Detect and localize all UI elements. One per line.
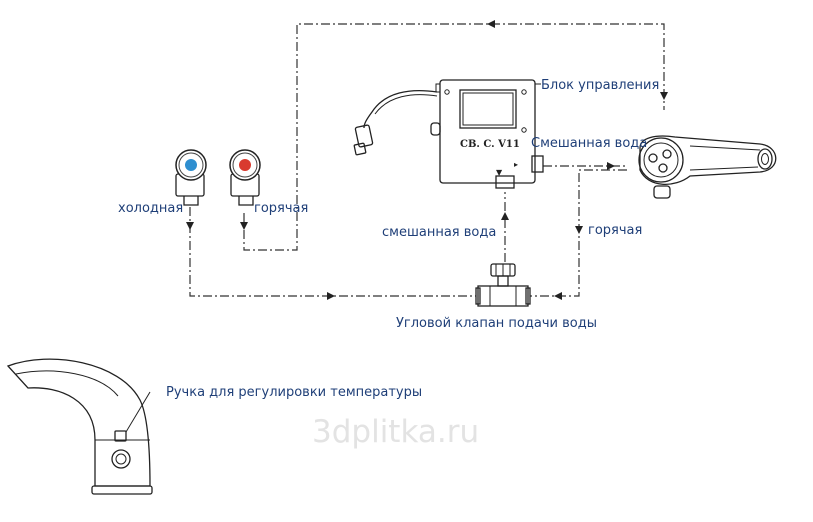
hot-valve bbox=[229, 149, 261, 206]
arrow-hot-return-down bbox=[575, 226, 583, 234]
control-unit: CB. C. V11 ▸ ▼ bbox=[353, 79, 544, 189]
control-unit-label: Блок управления bbox=[541, 78, 659, 93]
hot-indicator-icon bbox=[239, 159, 251, 171]
hot-supply-pipe bbox=[243, 23, 665, 251]
arrow-right-down bbox=[660, 92, 668, 100]
cold-indicator-icon bbox=[185, 159, 197, 171]
sensor-faucet bbox=[638, 135, 777, 199]
device-code: CB. C. V11 bbox=[460, 139, 520, 150]
arrow-hot-down bbox=[240, 222, 248, 230]
mixed-water-top-label: Смешанная вода bbox=[531, 136, 647, 151]
arrow-cold-down bbox=[186, 222, 194, 230]
arrow-top bbox=[487, 20, 495, 28]
svg-text:▸: ▸ bbox=[514, 160, 518, 169]
arrow-to-faucet bbox=[607, 162, 615, 170]
temp-handle-label: Ручка для регулировки температуры bbox=[166, 385, 422, 400]
arrow-to-valve-left bbox=[554, 292, 562, 300]
flow-arrows bbox=[186, 20, 668, 300]
angle-valve bbox=[475, 263, 531, 307]
angle-valve-label: Угловой клапан подачи воды bbox=[396, 316, 597, 331]
cold-supply-pipe bbox=[189, 207, 476, 297]
svg-text:▼: ▼ bbox=[496, 168, 503, 177]
cold-label: холодная bbox=[118, 201, 183, 216]
pipe-lines bbox=[189, 23, 665, 297]
mixed-water-mid-label: смешанная вода bbox=[382, 225, 496, 240]
arrow-cold-right bbox=[327, 292, 335, 300]
hot-left-label: горячая bbox=[254, 201, 308, 216]
watermark: 3dplitka.ru bbox=[312, 414, 479, 450]
bathroom-faucet bbox=[6, 358, 153, 495]
hot-right-label: горячая bbox=[588, 223, 642, 238]
arrow-valve-up bbox=[501, 212, 509, 220]
cold-valve bbox=[175, 149, 207, 206]
